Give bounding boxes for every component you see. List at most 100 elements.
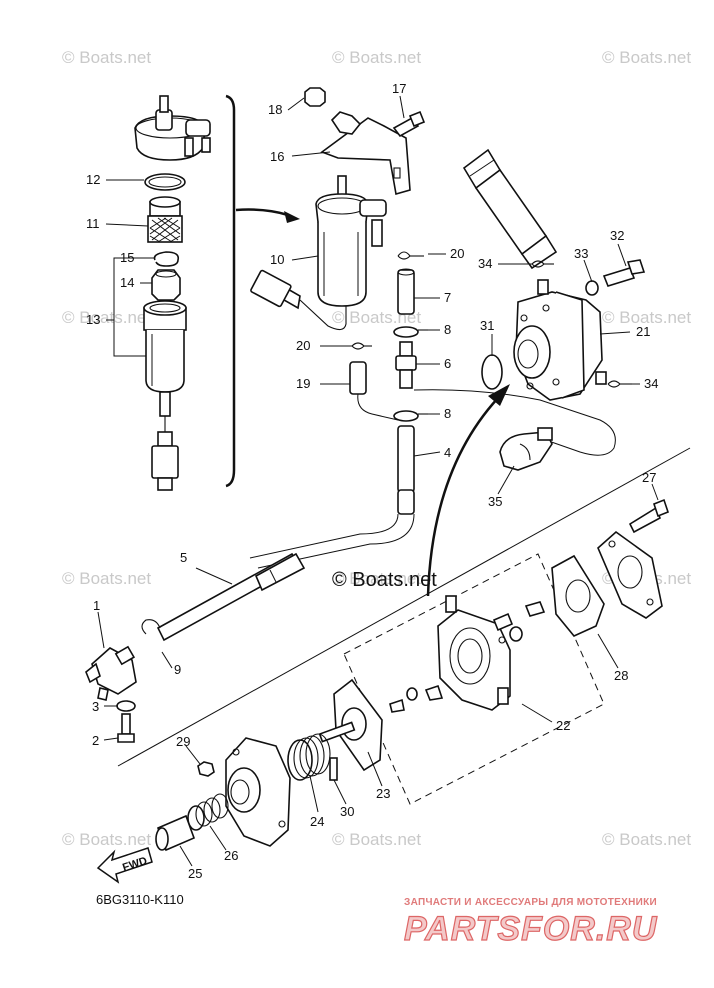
- filter-bracket: [320, 111, 411, 196]
- hose-clip: [531, 260, 554, 268]
- callout-28: 28: [614, 668, 628, 683]
- callout-27: 27: [642, 470, 656, 485]
- watermark: © Boats.net: [332, 830, 421, 849]
- inset-arrow: [235, 208, 300, 223]
- callout-2: 2: [92, 733, 99, 748]
- pump-exploded-view: [155, 498, 669, 852]
- callout-31: 31: [480, 318, 494, 333]
- gasket: [551, 554, 605, 637]
- callout-26: 26: [224, 848, 238, 863]
- callout-15: 15: [120, 250, 134, 265]
- section-divider: [117, 447, 691, 767]
- shop-tagline: ЗАПЧАСТИ И АКСЕССУАРЫ ДЛЯ МОТОТЕХНИКИ: [404, 897, 657, 908]
- callout-13: 13: [86, 312, 100, 327]
- pump-housing: [225, 737, 291, 847]
- control-rod: [156, 552, 306, 642]
- clip: [141, 619, 161, 635]
- pin: [329, 757, 338, 781]
- choke-solenoid: [85, 645, 137, 701]
- callout-25: 25: [188, 866, 202, 881]
- fuel-pump: [513, 279, 607, 401]
- callout-8: 8: [444, 322, 451, 337]
- callout-24: 24: [310, 814, 324, 829]
- callout-9: 9: [174, 662, 181, 677]
- nut: [197, 761, 215, 777]
- check-valve: [389, 601, 546, 713]
- plunger: [155, 814, 196, 852]
- leader-lines: [97, 95, 659, 867]
- callout-33: 33: [574, 246, 588, 261]
- hose-clamp: [393, 410, 428, 422]
- o-ring: [481, 354, 503, 390]
- watermark: © Boats.net: [332, 569, 421, 588]
- fuel-hose: [397, 425, 415, 493]
- fwd-arrow-icon: FWD: [96, 847, 153, 884]
- fuel-filter-assembly: [249, 87, 616, 569]
- hose-clip: [397, 251, 424, 260]
- washer: [585, 280, 599, 296]
- center-watermark: © Boats.net: [332, 569, 437, 591]
- callout-20: 20: [450, 246, 464, 261]
- washer: [116, 700, 136, 712]
- hose-guide: [499, 427, 553, 471]
- callout-8: 8: [444, 406, 451, 421]
- callout-23: 23: [376, 786, 390, 801]
- bottom-left-parts: [85, 552, 306, 743]
- spring: [287, 733, 331, 781]
- callout-30: 30: [340, 804, 354, 819]
- bolt: [602, 259, 646, 287]
- diagram-code: 6BG3110-K110: [96, 892, 184, 907]
- screw: [117, 713, 135, 743]
- bolt: [628, 498, 669, 534]
- sensor-connector: [250, 269, 347, 331]
- clip: [153, 251, 180, 267]
- watermark: © Boats.net: [602, 308, 691, 327]
- filter-head: [134, 95, 211, 161]
- callout-34: 34: [478, 256, 492, 271]
- callout-17: 17: [392, 81, 406, 96]
- callout-3: 3: [92, 699, 99, 714]
- filter-bowl: [143, 300, 187, 491]
- spring: [187, 793, 229, 831]
- diaphragm: [318, 678, 383, 772]
- hose-clamp: [393, 326, 428, 338]
- callout-12: 12: [86, 172, 100, 187]
- callout-14: 14: [120, 275, 134, 290]
- hose-clip: [351, 342, 372, 350]
- inset-bracket: [225, 94, 236, 488]
- filter-exploded-view: [113, 95, 211, 491]
- callout-18: 18: [268, 102, 282, 117]
- callout-35: 35: [488, 494, 502, 509]
- callout-19: 19: [296, 376, 310, 391]
- bolt: [392, 110, 426, 138]
- shop-logo: PARTSFOR.RU: [404, 910, 658, 948]
- primer-hose: [462, 148, 558, 270]
- callout-11: 11: [86, 216, 100, 231]
- watermark: © Boats.net: [602, 830, 691, 849]
- callout-labels: 1 2 3 4 5 6 7 8 8 9 10 11 12 13 14 15 16…: [86, 81, 658, 881]
- callout-1: 1: [93, 598, 100, 613]
- callout-6: 6: [444, 356, 451, 371]
- callout-22: 22: [556, 718, 570, 733]
- callout-34: 34: [644, 376, 658, 391]
- callout-16: 16: [270, 149, 284, 164]
- fuel-hose: [349, 361, 367, 395]
- callout-7: 7: [444, 290, 451, 305]
- watermark: © Boats.net: [332, 48, 421, 67]
- hose-joint: [395, 341, 417, 389]
- callout-32: 32: [610, 228, 624, 243]
- watermark: © Boats.net: [62, 48, 151, 67]
- watermark: © Boats.net: [602, 48, 691, 67]
- hose-clip: [607, 380, 632, 388]
- fuel-hose: [397, 269, 415, 315]
- shop-branding: ЗАПЧАСТИ И АКСЕССУАРЫ ДЛЯ МОТОТЕХНИКИ PA…: [403, 897, 658, 949]
- nut: [151, 269, 181, 301]
- filter-element: [147, 196, 183, 243]
- watermark: © Boats.net: [62, 830, 151, 849]
- callout-20: 20: [296, 338, 310, 353]
- callout-10: 10: [270, 252, 284, 267]
- pump-body: [437, 595, 511, 711]
- watermark: © Boats.net: [62, 308, 151, 327]
- pump-cover: [597, 530, 663, 619]
